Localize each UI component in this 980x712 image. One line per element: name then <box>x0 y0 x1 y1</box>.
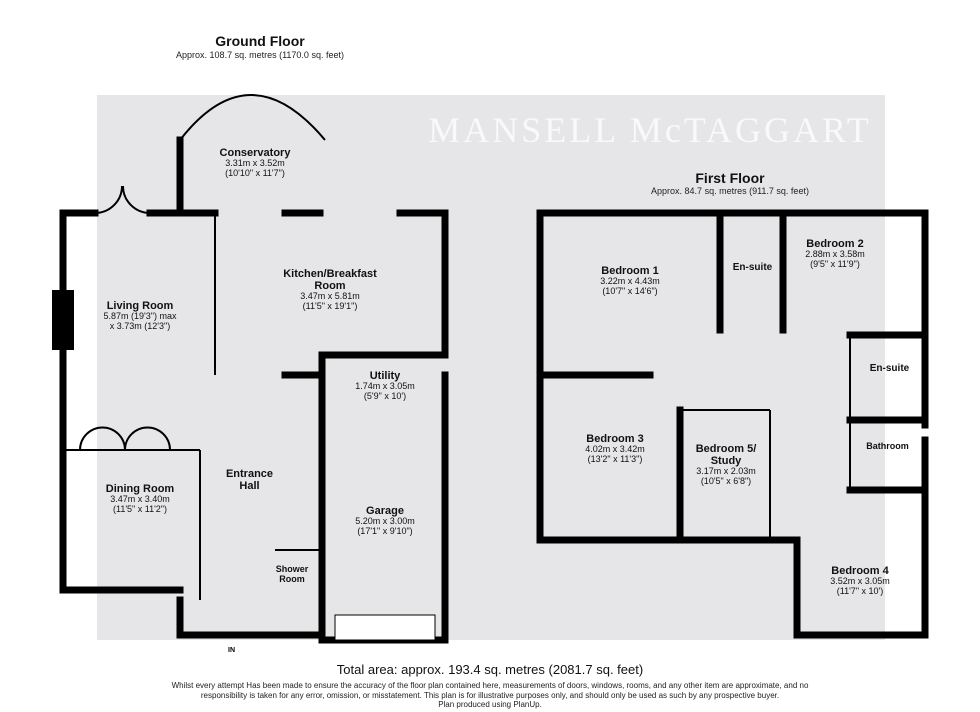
door-swing <box>94 185 151 214</box>
first-floor-title: First Floor <box>695 170 765 186</box>
disclaimer: Whilst every attempt Has been made to en… <box>171 681 809 710</box>
watermark: MANSELL McTAGGART <box>428 110 872 150</box>
ground-floor-area: Approx. 108.7 sq. metres (1170.0 sq. fee… <box>176 50 344 60</box>
room-shower: Shower Room <box>275 564 309 584</box>
chimney-breast <box>52 290 74 350</box>
room-entrance-hall: Entrance Hall <box>225 468 274 493</box>
room-bathroom: Bathroom <box>866 441 909 451</box>
wall <box>318 209 449 644</box>
ground-floor-title: Ground Floor <box>215 33 305 49</box>
room-ensuite-1: En-suite <box>732 262 773 273</box>
plan-background <box>97 95 885 640</box>
conservatory-bay <box>179 94 326 141</box>
wall <box>59 209 184 594</box>
first-floor-area: Approx. 84.7 sq. metres (911.7 sq. feet) <box>651 186 809 196</box>
entrance-label: IN <box>228 647 235 654</box>
garage-door <box>334 614 436 641</box>
door-swing <box>79 426 171 451</box>
total-area: Total area: approx. 193.4 sq. metres (20… <box>336 662 644 677</box>
wall <box>536 436 929 639</box>
room-ensuite-2: En-suite <box>869 363 910 374</box>
